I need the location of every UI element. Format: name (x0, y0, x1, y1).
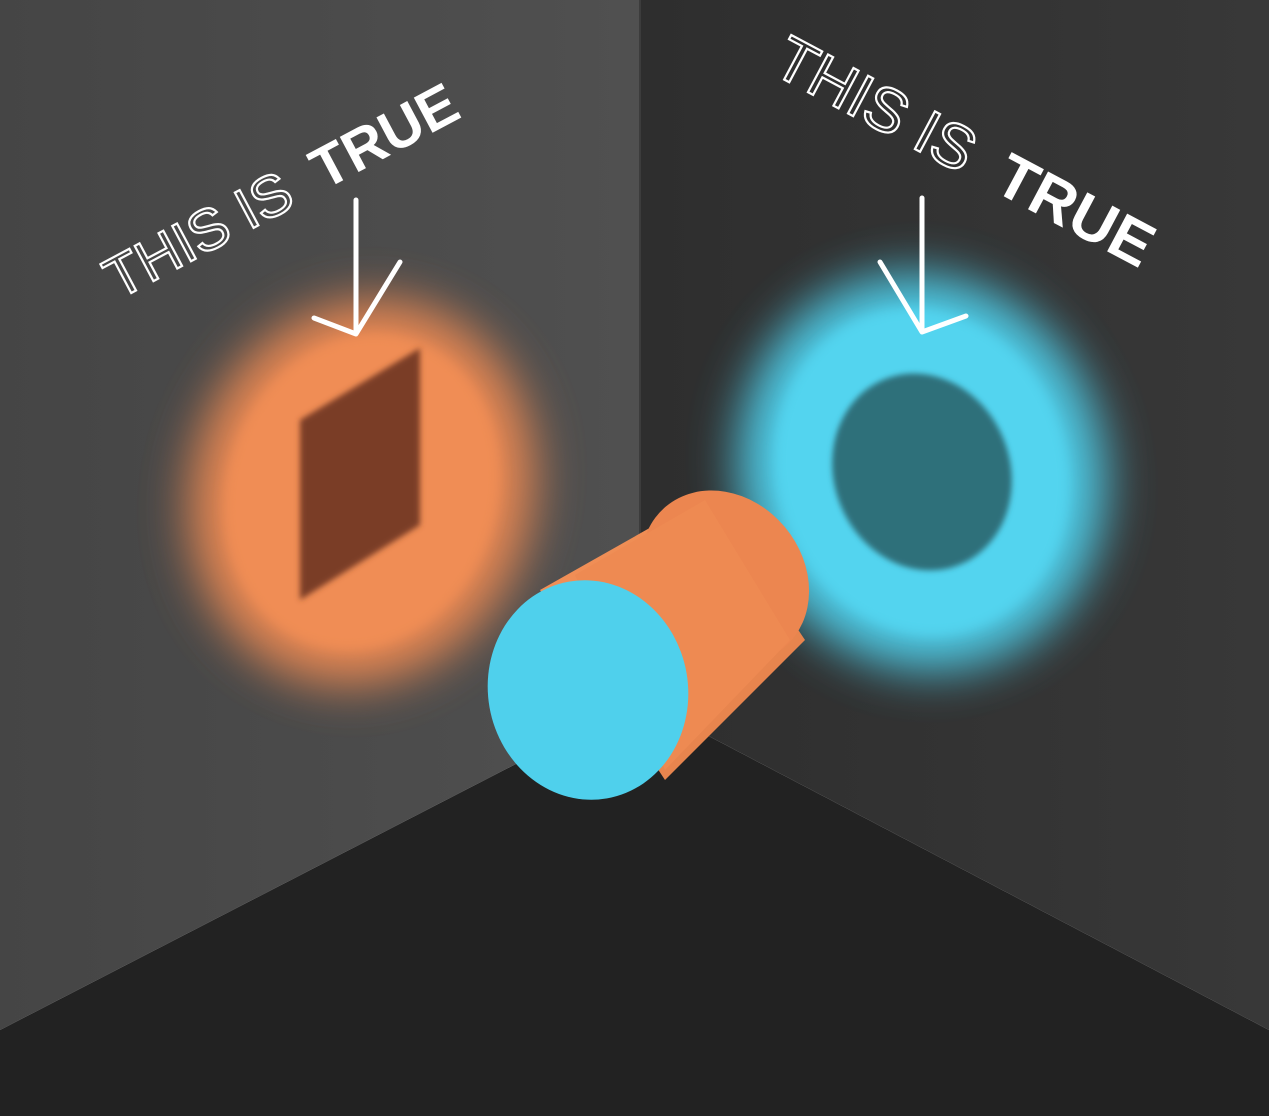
cylinder-projection-illustration: THIS IS TRUE THIS IS TRUE (0, 0, 1269, 1116)
